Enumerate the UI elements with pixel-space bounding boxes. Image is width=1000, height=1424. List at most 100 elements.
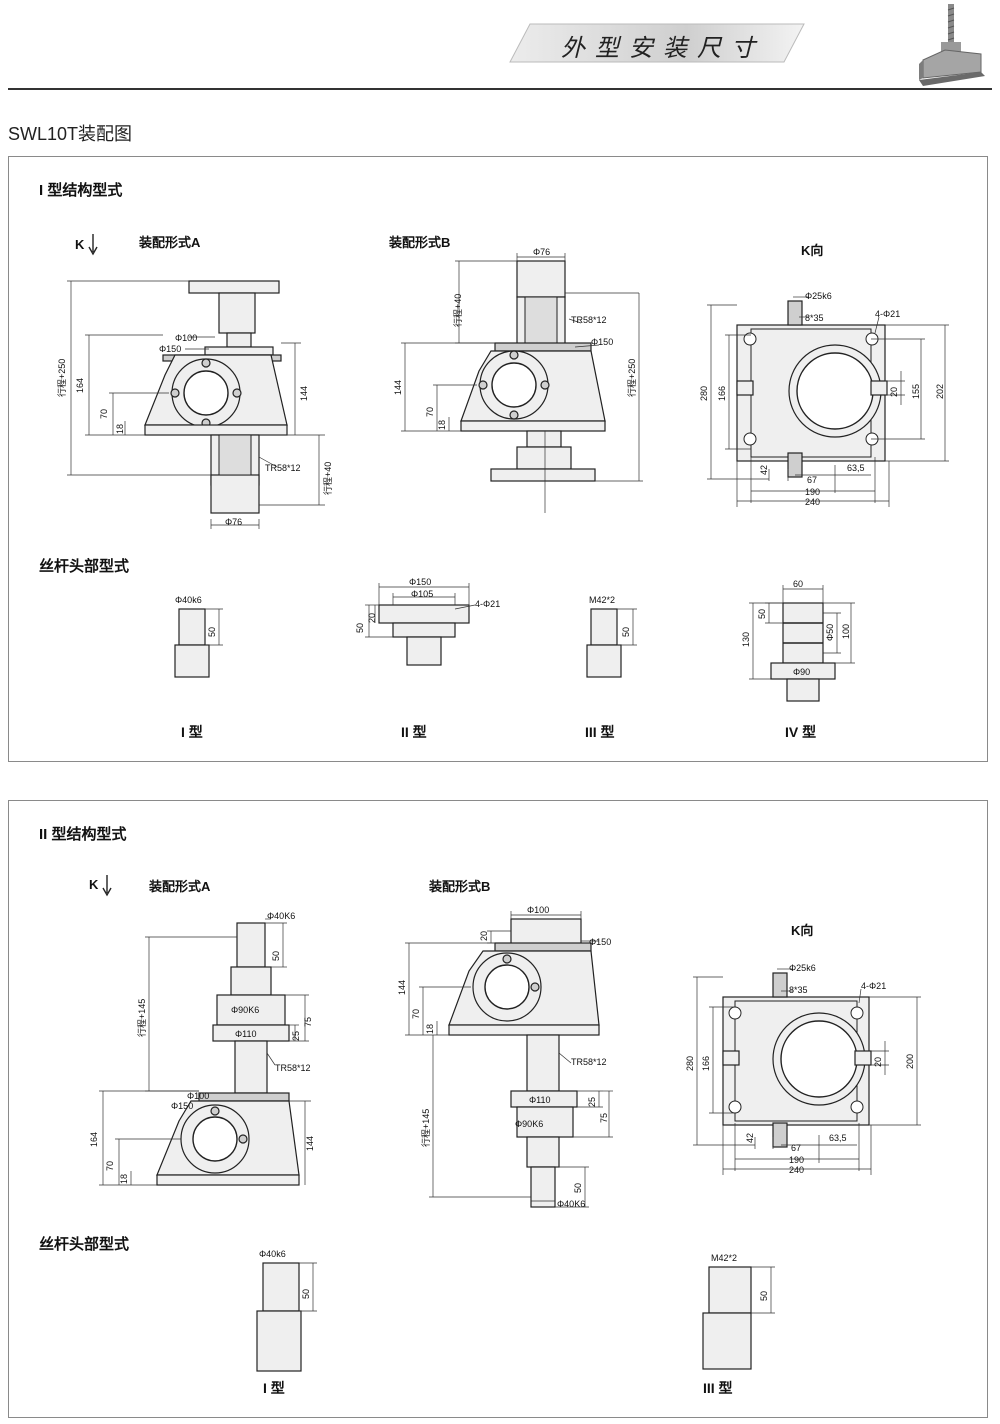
k-arrow-label: K xyxy=(89,877,99,892)
head-type-1-drawing xyxy=(256,1262,302,1372)
head-type-2-drawing xyxy=(378,604,470,666)
head-type-4-drawing xyxy=(770,602,836,702)
header-title: 外型安装尺寸 xyxy=(561,34,765,62)
type-1-label: I 型 xyxy=(263,1380,285,1396)
svg-text:130: 130 xyxy=(741,632,751,647)
svg-text:Φ90: Φ90 xyxy=(793,667,810,677)
assembly-a-drawing xyxy=(144,280,288,514)
svg-text:75: 75 xyxy=(599,1113,609,1123)
svg-text:144: 144 xyxy=(393,380,403,395)
assembly-a-label: 装配形式A xyxy=(148,879,211,894)
svg-text:20: 20 xyxy=(479,931,489,941)
svg-text:Φ150: Φ150 xyxy=(591,337,613,347)
svg-text:M42*2: M42*2 xyxy=(711,1253,737,1263)
svg-text:50: 50 xyxy=(757,609,767,619)
svg-text:行程+145: 行程+145 xyxy=(136,999,147,1037)
svg-text:Φ40K6: Φ40K6 xyxy=(267,911,295,921)
svg-text:144: 144 xyxy=(305,1136,315,1151)
k-arrow-label: K xyxy=(75,237,85,252)
screw-heads-title: 丝杆头部型式 xyxy=(39,1235,129,1253)
svg-text:144: 144 xyxy=(397,980,407,995)
svg-text:Φ25k6: Φ25k6 xyxy=(789,963,816,973)
type-2-label: II 型 xyxy=(401,724,427,740)
k-view-label: K向 xyxy=(801,243,823,258)
type-4-label: IV 型 xyxy=(785,724,816,740)
assembly-a-label: 装配形式A xyxy=(138,235,201,250)
svg-text:TR58*12: TR58*12 xyxy=(265,463,301,473)
svg-text:42: 42 xyxy=(759,465,769,475)
svg-text:202: 202 xyxy=(935,384,945,399)
svg-text:67: 67 xyxy=(807,475,817,485)
header-banner xyxy=(509,23,805,63)
section-title: II 型结构型式 xyxy=(39,825,127,843)
svg-text:50: 50 xyxy=(573,1183,583,1193)
svg-text:行程+40: 行程+40 xyxy=(322,462,333,495)
svg-text:70: 70 xyxy=(105,1161,115,1171)
k-view-drawing xyxy=(722,972,872,1148)
svg-text:Φ100: Φ100 xyxy=(175,333,197,343)
svg-text:行程+250: 行程+250 xyxy=(56,359,67,397)
assembly-a-drawing xyxy=(156,922,300,1186)
svg-text:190: 190 xyxy=(789,1155,804,1165)
svg-text:164: 164 xyxy=(89,1132,99,1147)
svg-text:Φ150: Φ150 xyxy=(409,577,431,587)
svg-text:50: 50 xyxy=(759,1291,769,1301)
svg-text:20: 20 xyxy=(889,387,899,397)
svg-text:144: 144 xyxy=(299,386,309,401)
svg-text:18: 18 xyxy=(425,1024,435,1034)
svg-text:155: 155 xyxy=(911,384,921,399)
panel-type-1: I 型结构型式 K 装配形式A Φ100 Φ150 行程+250 164 70 xyxy=(8,156,988,762)
k-view-label: K向 xyxy=(791,923,813,938)
svg-text:Φ76: Φ76 xyxy=(533,247,550,257)
head-type-3-drawing xyxy=(702,1266,752,1370)
svg-text:67: 67 xyxy=(791,1143,801,1153)
svg-text:100: 100 xyxy=(841,624,851,639)
svg-text:Φ150: Φ150 xyxy=(589,937,611,947)
svg-text:60: 60 xyxy=(793,579,803,589)
svg-text:42: 42 xyxy=(745,1133,755,1143)
svg-text:M42*2: M42*2 xyxy=(589,595,615,605)
svg-text:18: 18 xyxy=(119,1174,129,1184)
svg-text:4-Φ21: 4-Φ21 xyxy=(875,309,900,319)
svg-text:200: 200 xyxy=(905,1054,915,1069)
screw-jack-logo-icon xyxy=(919,4,985,86)
svg-text:Φ100: Φ100 xyxy=(527,905,549,915)
drawing-type-1: I 型结构型式 K 装配形式A Φ100 Φ150 行程+250 164 70 xyxy=(39,181,949,740)
svg-text:18: 18 xyxy=(437,420,447,430)
head-type-3-drawing xyxy=(586,608,622,678)
svg-text:Φ76: Φ76 xyxy=(225,517,242,527)
svg-text:Φ150: Φ150 xyxy=(171,1101,193,1111)
svg-text:Φ40K6: Φ40K6 xyxy=(557,1199,585,1209)
svg-text:Φ150: Φ150 xyxy=(159,344,181,354)
svg-text:50: 50 xyxy=(355,623,365,633)
assembly-b-drawing xyxy=(448,918,600,1208)
svg-text:166: 166 xyxy=(717,386,727,401)
svg-text:280: 280 xyxy=(685,1056,695,1071)
svg-text:50: 50 xyxy=(301,1289,311,1299)
head-type-1-drawing xyxy=(174,608,210,678)
svg-text:20: 20 xyxy=(367,613,377,623)
svg-text:75: 75 xyxy=(303,1017,313,1027)
type-1-label: I 型 xyxy=(181,724,203,740)
svg-text:18: 18 xyxy=(115,424,125,434)
svg-text:Φ40k6: Φ40k6 xyxy=(259,1249,286,1259)
k-view-drawing xyxy=(736,300,888,478)
svg-text:Φ25k6: Φ25k6 xyxy=(805,291,832,301)
panel-type-2: II 型结构型式 K 装配形式A Φ40K6 50 行程+145 Φ90K6 7… xyxy=(8,800,988,1418)
assembly-b-label: 装配形式B xyxy=(428,879,490,894)
svg-text:70: 70 xyxy=(99,409,109,419)
svg-text:20: 20 xyxy=(873,1057,883,1067)
type-3-label: III 型 xyxy=(585,724,615,740)
type-3-label: III 型 xyxy=(703,1380,733,1396)
svg-text:25: 25 xyxy=(291,1031,301,1041)
svg-text:240: 240 xyxy=(789,1165,804,1175)
svg-text:166: 166 xyxy=(701,1056,711,1071)
svg-text:70: 70 xyxy=(411,1009,421,1019)
svg-text:63,5: 63,5 xyxy=(847,463,865,473)
svg-text:4-Φ21: 4-Φ21 xyxy=(475,599,500,609)
svg-text:行程+40: 行程+40 xyxy=(452,294,463,327)
header-rule xyxy=(8,88,992,90)
svg-text:Φ90K6: Φ90K6 xyxy=(231,1005,259,1015)
svg-text:Φ100: Φ100 xyxy=(187,1091,209,1101)
svg-text:50: 50 xyxy=(621,627,631,637)
